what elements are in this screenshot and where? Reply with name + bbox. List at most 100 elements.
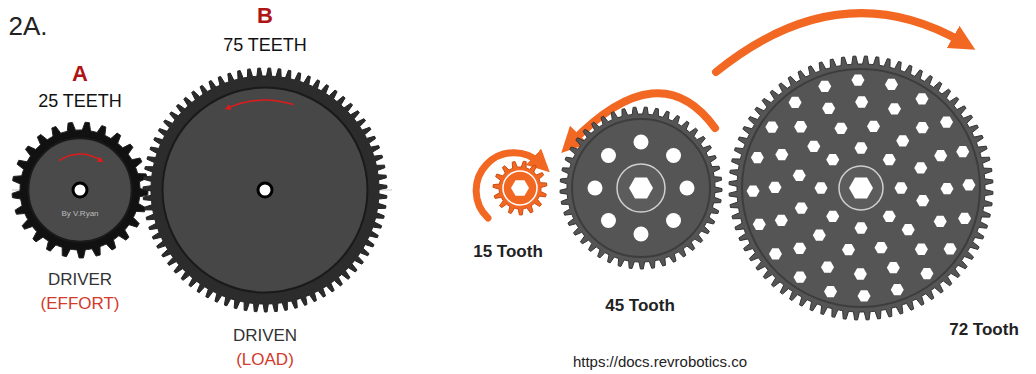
gear-body [560,107,722,269]
rotation-arrow [59,154,101,161]
lightening-hole [855,222,868,233]
gear-label: (LOAD) [236,351,294,370]
lightening-hole [914,162,927,173]
lightening-hole [962,179,975,190]
label-holder: B [257,4,273,28]
lightening-hole [821,262,834,273]
lightening-hole [854,268,867,279]
axle-hole [258,183,272,197]
gear-face [28,138,131,241]
label-holder: A [72,62,88,86]
axle-hole [73,183,87,197]
gear-label: 75 TEETH [223,36,307,56]
lightening-hole [775,149,788,160]
gear-label: 72 Tooth [949,321,1019,340]
gear-outline [141,66,389,314]
gear-body [143,68,387,312]
lightening-hole [915,244,928,255]
gear-outline [727,54,995,322]
lightening-hole [867,121,880,132]
lightening-hole [588,181,603,196]
gear-label: DRIVER [48,271,112,290]
gear-body [493,161,547,215]
gear-body [729,56,993,320]
gear-rim [572,119,710,257]
label-holder: By V.Ryan [61,210,98,219]
lightening-hole [891,284,904,295]
label-holder: 45 Tooth [605,297,675,316]
gear: 72 Tooth [727,54,995,322]
label-holder: (EFFORT) [40,295,119,314]
gear-rim [742,69,980,307]
label-holder: DRIVEN [233,327,297,346]
gear-label: DRIVEN [233,327,297,346]
hex-bore [629,178,653,199]
lightening-hole [747,185,760,196]
lightening-hole [958,213,971,224]
figure-title: 2A. [8,12,47,41]
lightening-hole [813,230,826,241]
title-holder: 2A. [8,12,47,41]
gear-letter: B [257,4,273,28]
gear-rim [503,171,537,205]
gear-outline [491,159,549,217]
lightening-hole [902,224,915,235]
label-holder: (LOAD) [236,351,294,370]
lightening-hole [915,93,928,104]
gear: B75 TEETHDRIVEN(LOAD) [141,66,389,314]
lightening-hole [887,262,900,273]
lightening-hole [634,227,649,242]
lightening-hole [822,103,835,114]
lightening-hole [793,170,806,181]
hub [839,166,883,210]
lightening-hole [666,213,681,228]
label-holder: 75 TEETH [223,36,307,56]
lightening-hole [895,182,908,193]
lightening-hole [794,272,807,283]
hex-bore [849,178,873,199]
lightening-hole [940,116,953,127]
gear-teeth [12,122,148,258]
lightening-hole [666,148,681,163]
gear-teeth [560,107,722,269]
lightening-hole [858,290,871,301]
lightening-hole [885,79,898,90]
lightening-hole [855,142,868,153]
gear-outline [558,105,724,271]
lightening-hole [793,243,806,254]
lightening-hole [842,244,855,255]
gear-teeth [143,68,387,312]
lightening-hole [824,286,837,297]
lightening-hole [795,202,808,213]
lightening-hole [834,123,847,134]
lightening-hole [789,97,802,108]
lightening-hole [769,248,782,259]
lightening-hole [934,150,947,161]
lightening-hole [601,148,616,163]
gear-letter: A [72,62,88,86]
gear-teeth [729,56,993,320]
lightening-hole [751,152,764,163]
gear-label: 25 TEETH [38,92,122,112]
gear-label: (EFFORT) [40,295,119,314]
hub [617,164,665,212]
gear-teeth [493,161,547,215]
gear: A25 TEETHBy V.RyanDRIVER(EFFORT) [10,120,150,260]
gear-face [163,88,368,293]
label-holder: https://docs.revrobotics.co [573,354,747,371]
lightening-hole [896,135,909,146]
lightening-hole [815,182,828,193]
label-holder: 72 Tooth [949,321,1019,340]
lightening-hole [769,182,782,193]
gear-label: 45 Tooth [605,297,675,316]
label-holder: 25 TEETH [38,92,122,112]
lightening-hole [680,181,695,196]
lightening-hole [875,242,888,253]
lightening-hole [807,141,820,152]
lightening-hole [916,122,929,133]
gear-body [12,122,148,258]
source-url: https://docs.revrobotics.co [573,354,747,371]
lightening-hole [916,195,929,206]
lightening-hole [765,121,778,132]
lightening-hole [851,74,864,85]
